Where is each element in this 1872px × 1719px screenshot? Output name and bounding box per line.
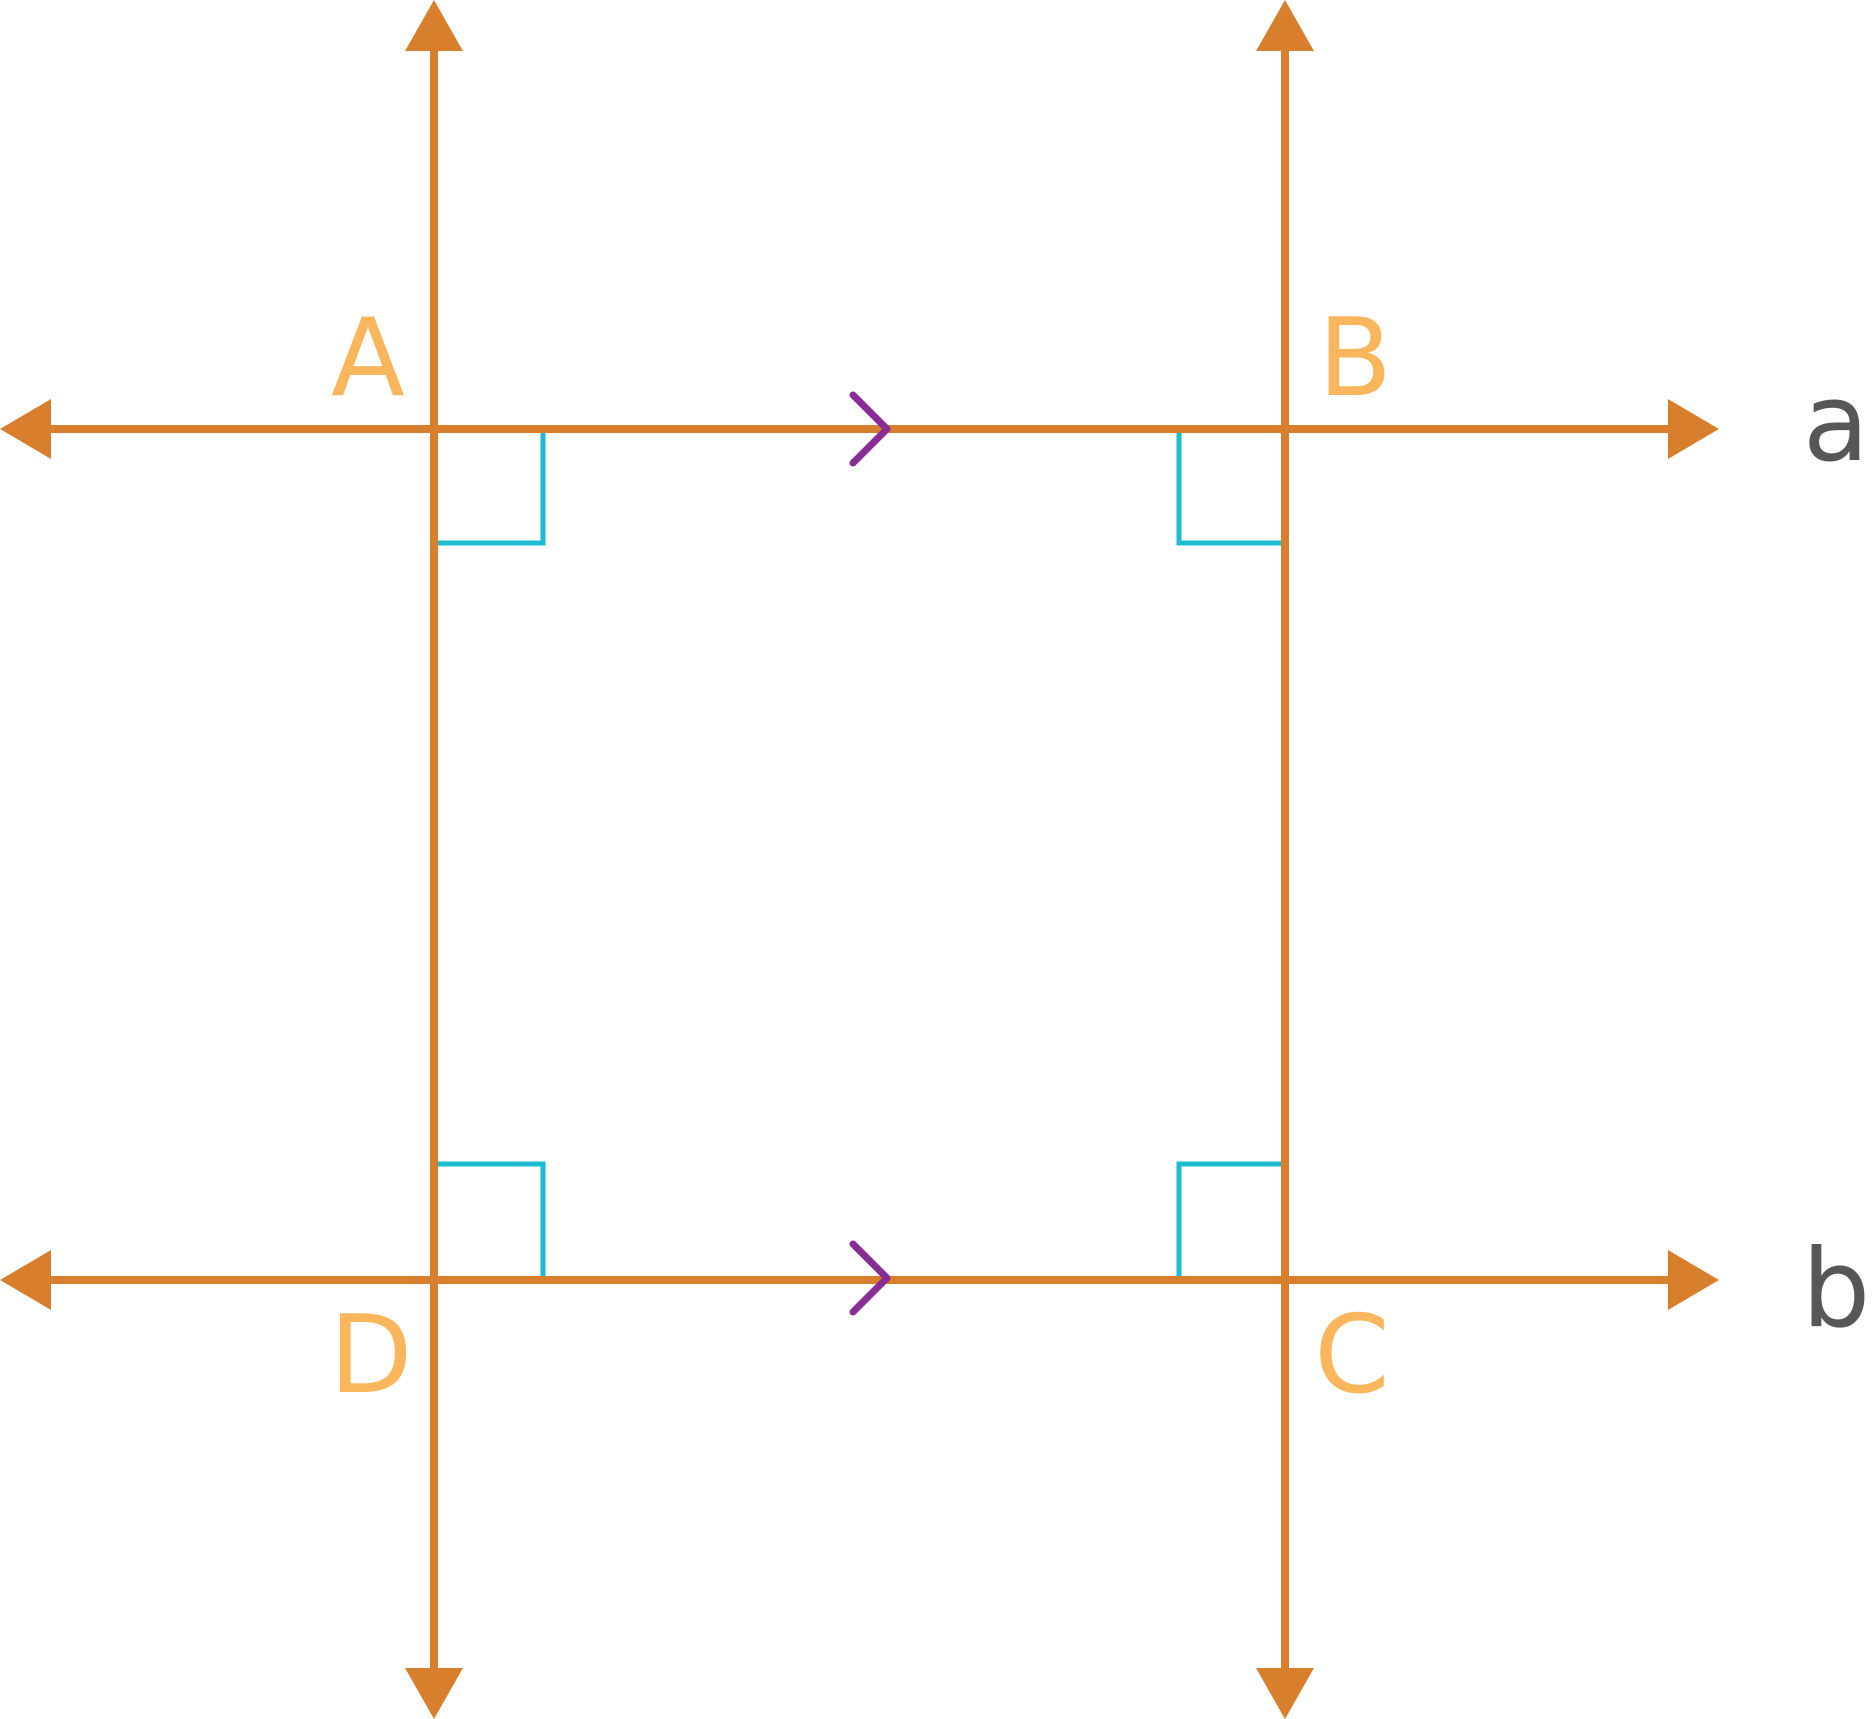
line-b-left-arrowhead [0,1250,51,1310]
line-label-a: a [1803,361,1869,486]
point-label-b: B [1318,296,1392,421]
parallel-mark-line-b [849,1240,891,1316]
parallel-mark-line-a [849,391,891,467]
line-ad-bottom-arrowhead [405,1668,463,1719]
point-label-c: C [1314,1293,1389,1418]
line-bc-top-arrowhead [1256,0,1314,51]
line-a [0,399,1719,459]
right-angle-mark-b [1176,433,1281,546]
right-angle-mark-a [438,433,546,546]
line-b [0,1250,1719,1310]
line-a-right-arrowhead [1668,399,1719,459]
line-ad-top-arrowhead [405,0,463,51]
line-ad [405,0,463,1719]
line-bc [1256,0,1314,1719]
line-a-left-arrowhead [0,399,51,459]
right-angle-mark-d [438,1161,546,1276]
line-bc-bottom-arrowhead [1256,1668,1314,1719]
right-angle-mark-c [1176,1161,1281,1276]
point-label-a: A [331,296,405,421]
point-label-d: D [329,1293,412,1418]
line-b-right-arrowhead [1668,1250,1719,1310]
line-label-b: b [1802,1227,1871,1352]
